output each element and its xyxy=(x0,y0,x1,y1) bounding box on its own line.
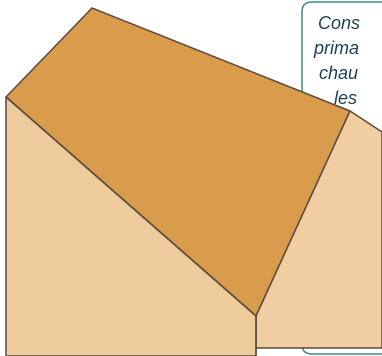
callout-line-3: chau xyxy=(319,63,358,83)
callout-line-2: prima xyxy=(313,38,359,58)
callout-line-4: les xyxy=(334,88,357,108)
house-eave-edge xyxy=(5,96,257,317)
callout-line-1: Cons xyxy=(318,13,360,33)
